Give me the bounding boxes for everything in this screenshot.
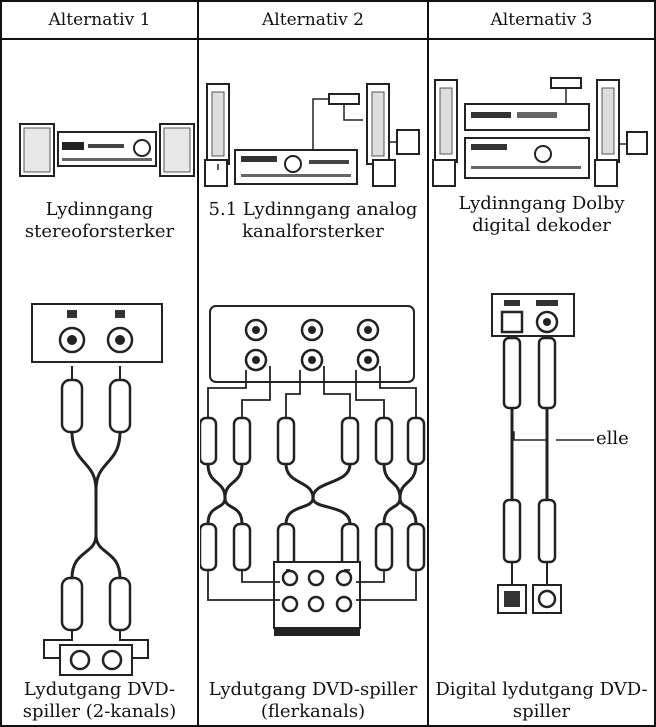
stereo-amplifier-illustration [18,92,196,182]
receiver-caption-1: Lydinngang stereoforsterker [2,199,197,243]
receiver-caption-2-line1: 5.1 Lydinngang analog [199,199,427,221]
cable-label-pointer [556,433,596,447]
header-alternativ-1: Alternativ 1 [2,2,197,38]
header-alternativ-3: Alternativ 3 [429,2,654,38]
receiver-caption-2-line2: kanalforsterker [199,221,427,243]
column-divider-2 [427,0,429,727]
player-caption-2-line2: (flerkanals) [199,701,427,723]
receiver-caption-1-line1: Lydinngang [2,199,197,221]
receiver-caption-3-line1: Lydinngang Dolby [429,193,654,215]
surround-51-system-illustration [203,80,423,192]
receiver-caption-3: Lydinngang Dolby digital dekoder [429,193,654,237]
header-alternativ-2: Alternativ 2 [199,2,427,38]
player-caption-1-line2: spiller (2-kanals) [2,701,197,723]
player-caption-2: Lydutgang DVD-spiller (flerkanals) [199,679,427,723]
receiver-caption-3-line2: digital dekoder [429,215,654,237]
receiver-caption-1-line2: stereoforsterker [2,221,197,243]
stereo-rca-cable-diagram [20,300,180,680]
digital-cable-diagram [484,290,584,620]
column-divider-1 [197,0,199,727]
multichannel-cable-diagram [200,300,426,685]
header-divider [0,38,656,40]
player-caption-3-line1: Digital lydutgang DVD- [429,679,654,701]
player-caption-3-line2: spiller [429,701,654,723]
player-caption-1-line1: Lydutgang DVD- [2,679,197,701]
cable-label: elle [596,428,629,449]
player-caption-1: Lydutgang DVD- spiller (2-kanals) [2,679,197,723]
table-border-left [0,0,2,727]
player-caption-3: Digital lydutgang DVD- spiller [429,679,654,723]
receiver-caption-2: 5.1 Lydinngang analog kanalforsterker [199,199,427,243]
dolby-digital-decoder-illustration [431,74,651,192]
player-caption-2-line1: Lydutgang DVD-spiller [199,679,427,701]
